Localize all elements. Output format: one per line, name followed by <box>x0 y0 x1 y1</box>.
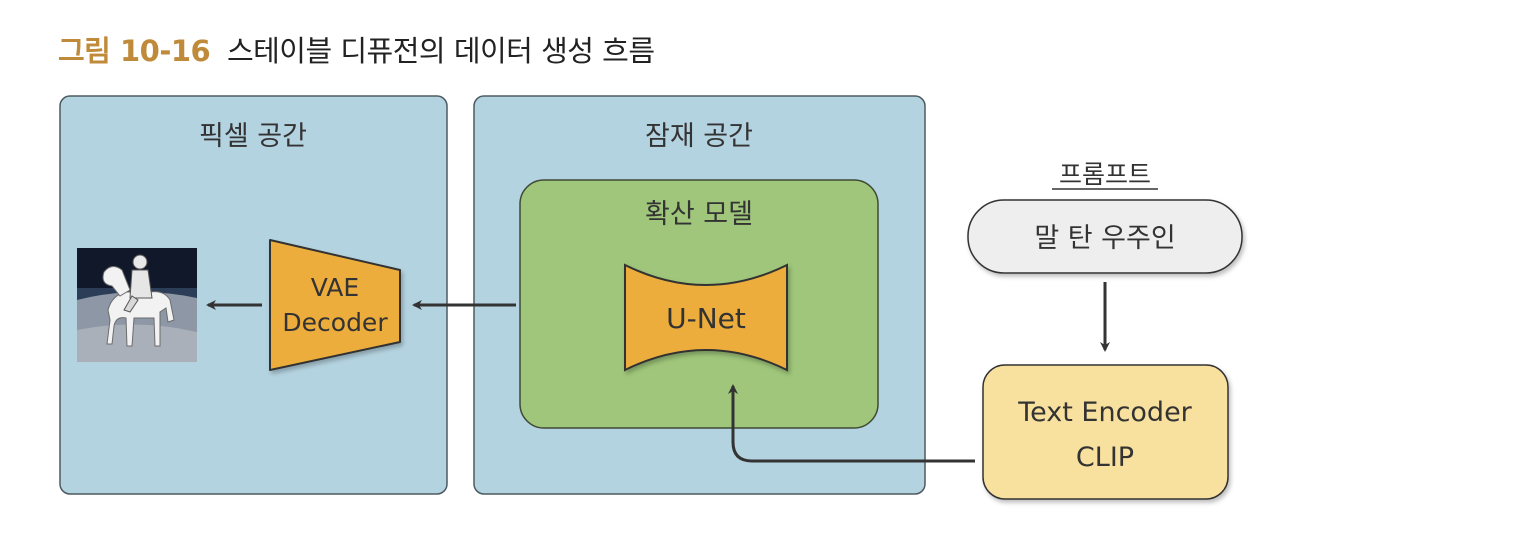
vae-decoder-block: VAE Decoder <box>269 239 401 371</box>
vae-decoder-label-line2: Decoder <box>282 308 388 337</box>
arrow-encoder-to-unet <box>728 384 975 463</box>
generated-image <box>77 248 197 362</box>
figure-caption: 그림 10-16 스테이블 디퓨전의 데이터 생성 흐름 <box>58 28 655 70</box>
unet-label: U-Net <box>666 302 746 335</box>
text-encoder-box: Text Encoder CLIP <box>982 364 1229 500</box>
unet-block: U-Net <box>624 263 788 372</box>
prompt-text: 말 탄 우주인 <box>1034 223 1175 254</box>
prompt-box: 말 탄 우주인 <box>967 199 1243 274</box>
pixel-space-panel: 픽셀 공간 <box>59 95 448 495</box>
figure-title: 스테이블 디퓨전의 데이터 생성 흐름 <box>226 34 655 68</box>
vae-decoder-label-line1: VAE <box>311 273 359 302</box>
figure-number: 그림 10-16 <box>58 34 211 68</box>
text-encoder-label-line2: CLIP <box>1076 442 1134 473</box>
text-encoder-label-line1: Text Encoder <box>1017 397 1192 428</box>
diffusion-model-label: 확산 모델 <box>645 199 753 230</box>
prompt-label: 프롬프트 <box>1059 160 1151 189</box>
pixel-space-label: 픽셀 공간 <box>199 121 307 152</box>
latent-space-label: 잠재 공간 <box>645 121 753 152</box>
